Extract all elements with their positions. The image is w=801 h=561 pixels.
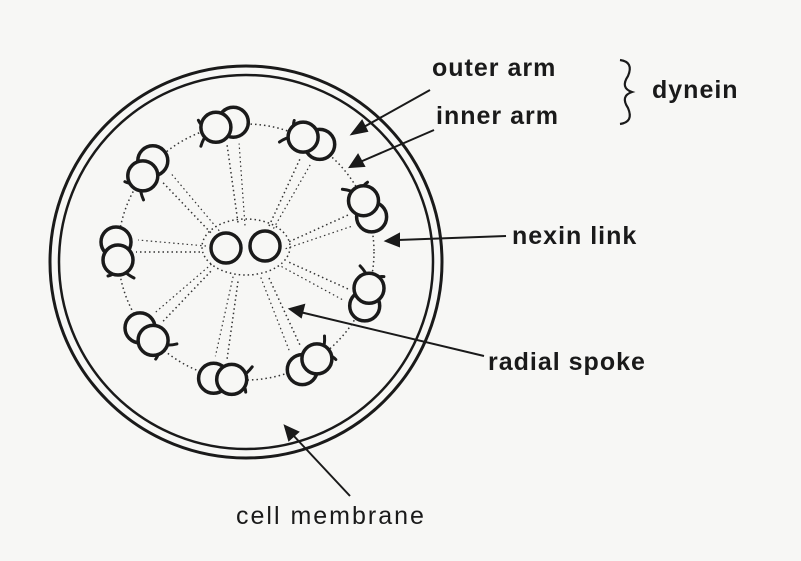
- radial-spoke: [171, 173, 219, 230]
- radial-spoke: [269, 157, 301, 226]
- outer-doublet: [125, 313, 177, 359]
- outer-arm-pointer: [362, 90, 430, 128]
- central-microtubule: [211, 233, 241, 263]
- outer-doublet: [342, 182, 386, 232]
- a-tubule: [354, 273, 384, 303]
- radial-spoke: [215, 277, 233, 357]
- radial-spoke: [156, 264, 212, 312]
- outer-doublet: [198, 107, 248, 146]
- inner-arm-label: inner arm: [436, 104, 559, 129]
- arrowhead-icon: [352, 121, 367, 134]
- radial-spoke: [162, 181, 211, 232]
- a-tubule: [138, 325, 168, 355]
- radial-spoke-label: radial spoke: [488, 350, 646, 375]
- central-microtubule: [250, 231, 280, 261]
- arrowhead-icon: [386, 234, 399, 246]
- outer-doublet: [199, 363, 253, 394]
- arrowhead-icon: [290, 305, 304, 317]
- cell-membrane-label: cell membrane: [236, 504, 426, 529]
- radial-spoke: [286, 226, 352, 248]
- radial-spoke: [289, 214, 349, 241]
- dynein-brace: [620, 60, 632, 124]
- radial-spoke: [227, 282, 238, 361]
- central-pair: [211, 231, 280, 263]
- nexin-link-pointer: [398, 236, 506, 240]
- outer-doublets: [101, 107, 387, 394]
- radial-spoke: [227, 144, 238, 223]
- a-tubule: [288, 122, 318, 152]
- a-tubule: [128, 161, 158, 191]
- outer-arm-label: outer arm: [432, 56, 556, 81]
- radial-spoke: [239, 144, 245, 226]
- radial-spokes: [136, 144, 352, 361]
- nexin-link-label: nexin link: [512, 224, 637, 249]
- radial-spoke: [162, 271, 211, 322]
- outer-doublet: [287, 336, 336, 385]
- outer-doublet: [101, 227, 134, 278]
- a-tubule: [201, 112, 231, 142]
- radial-spoke: [271, 165, 310, 233]
- a-tubule: [302, 344, 332, 374]
- a-tubule: [103, 245, 133, 275]
- a-tubule: [349, 186, 379, 216]
- outer-doublet: [125, 146, 168, 200]
- a-tubule: [217, 364, 247, 394]
- radial-spoke: [261, 278, 290, 352]
- arrowhead-icon: [350, 155, 364, 167]
- radial-spoke: [138, 240, 206, 246]
- outer-doublet: [350, 266, 384, 321]
- dynein-label: dynein: [652, 78, 739, 103]
- outer-doublet: [280, 121, 335, 160]
